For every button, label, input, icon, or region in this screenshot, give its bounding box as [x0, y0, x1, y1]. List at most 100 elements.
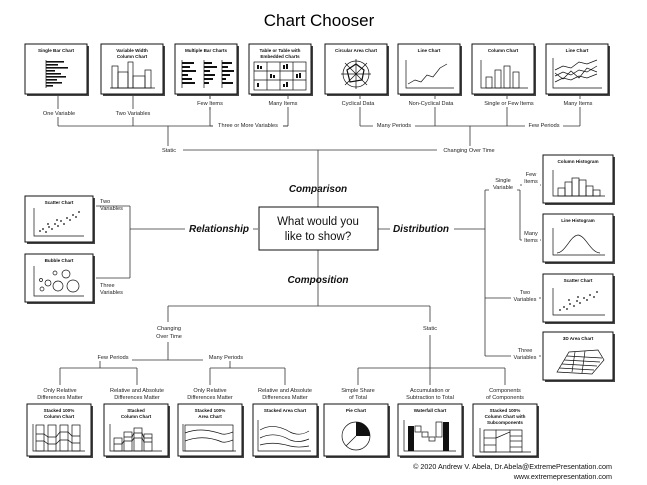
svg-text:Items: Items: [524, 179, 538, 185]
svg-text:Single: Single: [495, 178, 511, 184]
svg-text:Scatter Chart: Scatter Chart: [45, 200, 74, 205]
relationship-chart-bubble: Bubble Chart: [24, 253, 95, 304]
svg-text:Line Histogram: Line Histogram: [561, 218, 594, 223]
svg-text:Variables: Variables: [514, 297, 537, 303]
center-question: What would you like to show?: [258, 206, 379, 251]
single-bar-chart-icon: [45, 60, 68, 88]
svg-text:Items: Items: [524, 238, 538, 244]
svg-text:Only Relative: Only Relative: [193, 388, 226, 394]
svg-text:Over Time: Over Time: [156, 334, 182, 340]
svg-text:Stacked 100%: Stacked 100%: [44, 408, 75, 413]
svg-text:Subcomponents: Subcomponents: [487, 420, 523, 425]
distribution-chart-scatter: Scatter Chart: [542, 273, 615, 324]
svg-text:Few Periods: Few Periods: [97, 355, 128, 361]
label-many-periods: Many Periods: [377, 123, 411, 129]
multiple-bar-charts-icon: [181, 60, 234, 88]
variable-width-column-icon: [110, 61, 155, 89]
line-chart-icon: [405, 60, 454, 89]
svg-text:Three: Three: [100, 283, 115, 289]
line-histogram-icon: [552, 228, 605, 256]
3d-area-chart-icon: [556, 349, 605, 375]
svg-text:Variable Width: Variable Width: [116, 48, 148, 53]
svg-text:Relative and Absolute: Relative and Absolute: [258, 388, 312, 394]
svg-text:Accumulation or: Accumulation or: [410, 388, 450, 394]
svg-text:3D Area Chart: 3D Area Chart: [563, 336, 594, 341]
svg-text:Stacked Area Chart: Stacked Area Chart: [264, 408, 307, 413]
svg-text:Single Bar Chart: Single Bar Chart: [38, 48, 74, 53]
relationship-labels: Two Variables Three Variables: [100, 199, 123, 296]
label-many-items-2: Many Items: [564, 101, 593, 107]
svg-text:Variable: Variable: [493, 185, 513, 191]
svg-text:Many Periods: Many Periods: [209, 355, 243, 361]
label-single-or-few-items: Single or Few Items: [484, 101, 534, 107]
comparison-chart-circular-area: Circular Area Chart: [324, 43, 389, 96]
svg-text:Few: Few: [526, 172, 538, 178]
svg-text:of Total: of Total: [349, 395, 367, 401]
svg-text:of Components: of Components: [486, 395, 524, 401]
multi-line-chart-icon: [552, 58, 602, 89]
label-non-cyclical-data: Non-Cyclical Data: [409, 101, 455, 107]
distribution-chart-column-histogram: Column Histogram: [542, 154, 615, 205]
label-few-items: Few Items: [197, 101, 223, 107]
category-composition: Composition: [287, 275, 348, 286]
distribution-chart-3d-area: 3D Area Chart: [542, 331, 615, 382]
distribution-labels: Single Variable Few Items Many Items Two…: [489, 170, 540, 362]
comparison-chart-line-multi: Line Chart: [545, 43, 610, 96]
circular-area-chart-icon: [341, 59, 371, 89]
svg-text:Changing: Changing: [157, 326, 181, 332]
svg-text:Circular Area Chart: Circular Area Chart: [335, 48, 377, 53]
svg-text:Column Chart: Column Chart: [44, 414, 75, 419]
bubble-chart-icon: [33, 266, 84, 297]
svg-text:Column Histogram: Column Histogram: [557, 159, 598, 164]
composition-chart-waterfall: Waterfall Chart: [397, 403, 464, 458]
svg-text:Bubble Chart: Bubble Chart: [45, 258, 74, 263]
label-changing-over-time: Changing Over Time: [443, 148, 494, 154]
composition-chart-stacked-column: Stacked Column Chart: [103, 403, 170, 458]
waterfall-chart-icon: [403, 420, 456, 452]
label-two-variables: Two Variables: [116, 111, 151, 117]
svg-text:Differences Matter: Differences Matter: [187, 395, 233, 401]
footer-copyright: © 2020 Andrew V. Abela, Dr.Abela@Extreme…: [413, 462, 612, 471]
svg-text:Relationship: Relationship: [189, 224, 249, 235]
svg-text:Multiple Bar Charts: Multiple Bar Charts: [185, 48, 228, 53]
svg-text:Line Chart: Line Chart: [566, 48, 589, 53]
question-line-2: like to show?: [285, 231, 351, 243]
svg-text:Components: Components: [489, 388, 521, 394]
svg-text:Two: Two: [100, 199, 110, 205]
svg-text:Column Chart: Column Chart: [488, 48, 519, 53]
comparison-chart-table: Table or Table with Embedded Charts: [248, 43, 313, 96]
footer-website: www.extremepresentation.com: [513, 472, 612, 481]
question-line-1: What would you: [277, 216, 359, 228]
comparison-chart-column: Column Chart: [471, 43, 536, 96]
page-title: Chart Chooser: [264, 11, 375, 30]
label-three-or-more-variables: Three or More Variables: [218, 123, 278, 129]
stacked-100-subcomponents-icon: [479, 428, 531, 453]
label-one-variable: One Variable: [43, 111, 75, 117]
stacked-area-icon: [257, 420, 311, 452]
svg-text:Column Chart: Column Chart: [117, 54, 148, 59]
svg-text:Many: Many: [524, 231, 538, 237]
svg-text:Three: Three: [518, 348, 533, 354]
svg-text:Stacked 100%: Stacked 100%: [195, 408, 226, 413]
stacked-column-icon: [109, 424, 162, 452]
composition-labels: Changing Over Time Static Few Periods Ma…: [37, 322, 524, 401]
composition-chart-pie: Pie Chart: [323, 403, 390, 458]
table-icon: [253, 61, 307, 91]
distribution-chart-line-histogram: Line Histogram: [542, 213, 615, 264]
comparison-chart-single-bar: Single Bar Chart: [24, 43, 89, 96]
stacked-100-column-icon: [32, 424, 85, 452]
scatter-chart-icon: [33, 208, 84, 237]
svg-text:Column Chart with: Column Chart with: [485, 414, 526, 419]
label-cyclical-data: Cyclical Data: [342, 101, 376, 107]
svg-text:Only Relative: Only Relative: [43, 388, 76, 394]
relationship-chart-scatter: Scatter Chart: [24, 195, 95, 244]
svg-text:Simple Share: Simple Share: [341, 388, 375, 394]
comparison-labels: Static Changing Over Time One Variable T…: [38, 99, 594, 154]
svg-text:Distribution: Distribution: [393, 224, 449, 235]
svg-text:Two: Two: [520, 290, 530, 296]
comparison-chart-line: Line Chart: [397, 43, 462, 96]
svg-text:Variables: Variables: [514, 355, 537, 361]
svg-text:Waterfall Chart: Waterfall Chart: [414, 408, 447, 413]
svg-text:Static: Static: [423, 326, 437, 332]
